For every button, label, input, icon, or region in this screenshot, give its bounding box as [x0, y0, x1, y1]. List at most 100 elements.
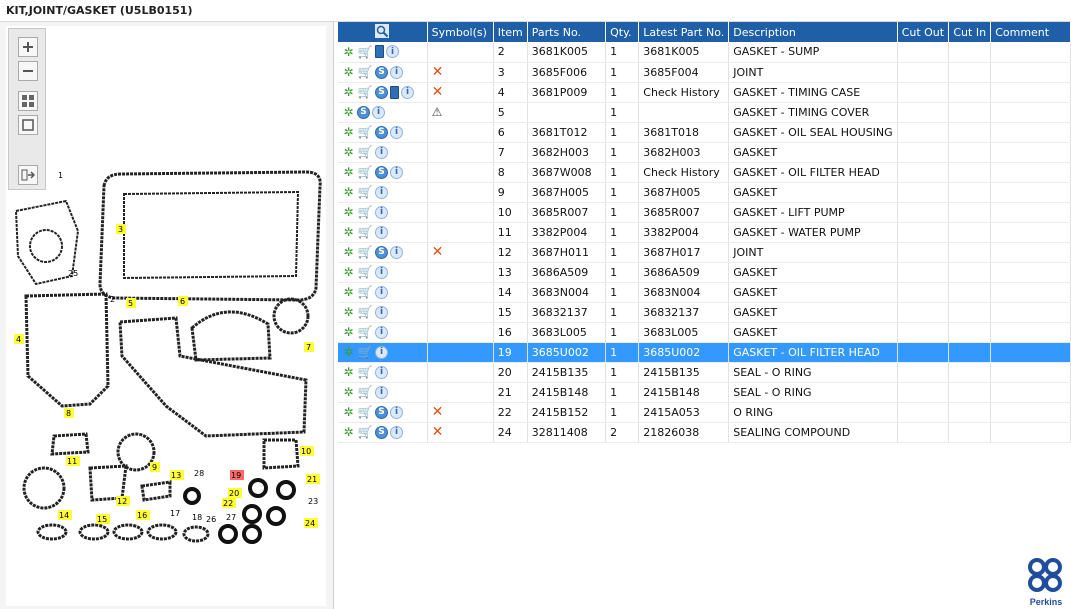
cart-icon[interactable]: 🛒	[357, 305, 373, 319]
cart-icon[interactable]: 🛒	[357, 185, 373, 199]
info-icon[interactable]: i	[390, 65, 403, 79]
info-icon[interactable]: i	[401, 85, 414, 99]
zoom-in-button[interactable]	[18, 37, 38, 57]
column-header-cut-in[interactable]: Cut In	[948, 22, 992, 42]
cart-icon[interactable]: 🛒	[357, 345, 373, 359]
gear-icon[interactable]: ✲	[343, 425, 354, 439]
exploded-parts-drawing[interactable]: 1 25 3 2 4 5 6 7 8 9 10 11 12 13 14 15 1…	[6, 26, 326, 606]
column-header-comment[interactable]: Comment	[990, 22, 1071, 42]
column-header-latest-part[interactable]: Latest Part No.	[638, 22, 730, 42]
info-icon[interactable]: i	[375, 365, 388, 379]
info-icon[interactable]: i	[390, 425, 403, 439]
info-icon[interactable]: i	[375, 285, 388, 299]
info-icon[interactable]: i	[386, 45, 399, 59]
gear-icon[interactable]: ✲	[343, 125, 354, 139]
gear-icon[interactable]: ✲	[343, 205, 354, 219]
info-icon[interactable]: i	[375, 225, 388, 239]
gear-icon[interactable]: ✲	[343, 105, 354, 119]
column-header-item[interactable]: Item	[493, 22, 528, 42]
supersession-icon[interactable]: S	[375, 425, 388, 439]
gear-icon[interactable]: ✲	[343, 405, 354, 419]
book-icon[interactable]	[375, 45, 384, 59]
gear-icon[interactable]: ✲	[343, 265, 354, 279]
column-header-symbols[interactable]: Symbol(s)	[427, 22, 494, 42]
cart-icon[interactable]: 🛒	[357, 365, 373, 379]
info-icon[interactable]: i	[390, 245, 403, 259]
supersession-icon[interactable]: S	[375, 165, 388, 179]
cart-icon[interactable]: 🛒	[357, 265, 373, 279]
supersession-icon[interactable]: S	[375, 245, 388, 259]
cart-icon[interactable]: 🛒	[357, 145, 373, 159]
gear-icon[interactable]: ✲	[343, 245, 354, 259]
info-icon[interactable]: i	[375, 265, 388, 279]
cart-icon[interactable]: 🛒	[357, 85, 373, 99]
export-button[interactable]	[18, 165, 38, 185]
gear-icon[interactable]: ✲	[343, 345, 354, 359]
column-header-actions[interactable]	[338, 22, 428, 42]
cart-icon[interactable]: 🛒	[357, 65, 373, 79]
cart-icon[interactable]: 🛒	[357, 425, 373, 439]
gear-icon[interactable]: ✲	[343, 85, 354, 99]
info-icon[interactable]: i	[375, 205, 388, 219]
info-icon[interactable]: i	[375, 145, 388, 159]
info-icon[interactable]: i	[372, 105, 385, 119]
supersession-icon[interactable]: S	[357, 105, 370, 119]
gear-icon[interactable]: ✲	[343, 185, 354, 199]
cart-icon[interactable]: 🛒	[357, 225, 373, 239]
supersession-icon[interactable]: S	[375, 125, 388, 139]
cart-icon[interactable]: 🛒	[357, 165, 373, 179]
cart-icon[interactable]: 🛒	[357, 325, 373, 339]
fit-all-button[interactable]	[18, 91, 38, 111]
info-icon[interactable]: i	[375, 305, 388, 319]
info-icon[interactable]: i	[375, 185, 388, 199]
column-header-qty[interactable]: Qty.	[605, 22, 640, 42]
cart-icon[interactable]: 🛒	[357, 385, 373, 399]
info-icon[interactable]: i	[375, 385, 388, 399]
gear-icon[interactable]: ✲	[343, 225, 354, 239]
cart-icon[interactable]: 🛒	[357, 405, 373, 419]
cart-icon[interactable]: 🛒	[357, 205, 373, 219]
column-header-description[interactable]: Description	[728, 22, 898, 42]
gear-icon[interactable]: ✲	[343, 385, 354, 399]
info-icon[interactable]: i	[390, 165, 403, 179]
cart-icon[interactable]: 🛒	[357, 44, 373, 59]
column-header-parts-no[interactable]: Parts No.	[527, 22, 607, 42]
gear-icon[interactable]: ✲	[343, 325, 354, 339]
column-header-cut-out[interactable]: Cut Out	[897, 22, 950, 42]
info-icon[interactable]: i	[390, 405, 403, 419]
supersession-icon[interactable]: S	[375, 405, 388, 419]
cart-icon[interactable]: 🛒	[357, 245, 373, 259]
cart-icon[interactable]: 🛒	[357, 285, 373, 299]
gear-icon[interactable]: ✲	[343, 285, 354, 299]
zoom-out-button[interactable]	[18, 61, 38, 81]
supersession-icon[interactable]: S	[375, 65, 388, 79]
gear-icon[interactable]: ✲	[343, 44, 354, 59]
cart-icon[interactable]: 🛒	[357, 125, 373, 139]
gear-icon[interactable]: ✲	[343, 365, 354, 379]
info-icon[interactable]: i	[390, 125, 403, 139]
supersession-icon[interactable]: S	[375, 85, 388, 99]
gear-icon[interactable]: ✲	[343, 65, 354, 79]
book-icon[interactable]	[390, 85, 399, 99]
zoom-window-button[interactable]	[18, 115, 38, 135]
info-icon[interactable]: i	[375, 345, 388, 359]
